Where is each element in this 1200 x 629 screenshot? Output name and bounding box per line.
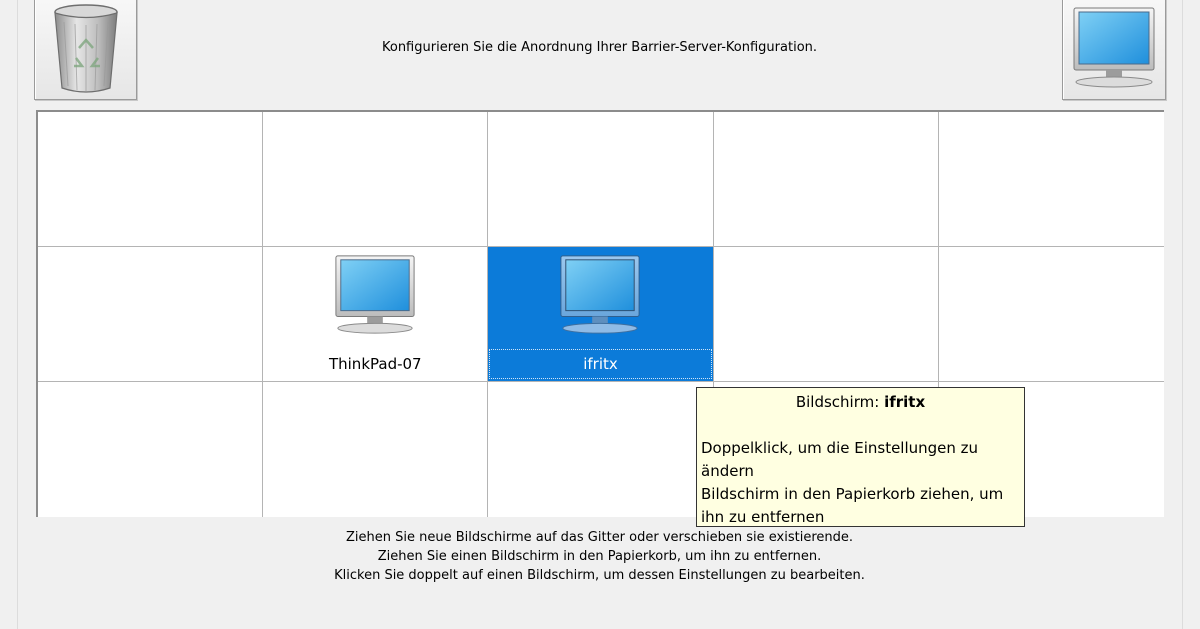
screen-tooltip: Bildschirm: ifritx Doppelklick, um die E…	[696, 387, 1025, 527]
screen-layout-grid[interactable]: ThinkPad-07 ifritx	[36, 110, 1164, 517]
grid-cell[interactable]	[263, 382, 489, 517]
trash-bin-icon	[53, 3, 118, 93]
trash-button[interactable]	[34, 0, 137, 100]
grid-cell[interactable]	[38, 382, 264, 517]
grid-cell[interactable]	[38, 247, 264, 382]
grid-cell[interactable]	[938, 247, 1164, 382]
monitor-icon	[560, 255, 641, 334]
help-text: Ziehen Sie neue Bildschirme auf das Gitt…	[137, 528, 1062, 585]
tooltip-title: Bildschirm: ifritx	[795, 393, 926, 411]
monitor-icon	[335, 255, 415, 334]
screen-name-label: ifritx	[489, 349, 712, 379]
tooltip-trash-hint: Bildschirm in den Papierkorb ziehen, um …	[701, 485, 1004, 526]
monitor-icon	[1073, 7, 1155, 87]
window-frame-left	[0, 0, 18, 629]
grid-cell[interactable]	[938, 112, 1164, 247]
screen-ifritx[interactable]: ifritx	[488, 247, 714, 382]
grid-cell[interactable]	[713, 112, 939, 247]
grid-cell[interactable]	[488, 112, 714, 247]
grid-cell[interactable]	[488, 382, 714, 517]
grid-cell[interactable]	[263, 112, 489, 247]
tooltip-double-click-hint: Doppelklick, um die Einstellungen zu änd…	[701, 439, 979, 480]
add-screen-button[interactable]	[1062, 0, 1166, 100]
tooltip-screen-name: ifritx	[884, 393, 926, 411]
grid-cell[interactable]	[713, 247, 939, 382]
screen-thinkpad-07[interactable]: ThinkPad-07	[263, 247, 489, 382]
help-line-drag: Ziehen Sie neue Bildschirme auf das Gitt…	[345, 530, 854, 545]
help-line-trash: Ziehen Sie einen Bildschirm in den Papie…	[377, 549, 822, 564]
configuration-instruction: Konfigurieren Sie die Anordnung Ihrer Ba…	[381, 40, 818, 55]
help-line-double-click: Klicken Sie doppelt auf einen Bildschirm…	[334, 568, 865, 583]
screen-name-label: ThinkPad-07	[328, 355, 422, 373]
window-frame-right	[1182, 0, 1200, 629]
grid-cell[interactable]	[38, 112, 264, 247]
